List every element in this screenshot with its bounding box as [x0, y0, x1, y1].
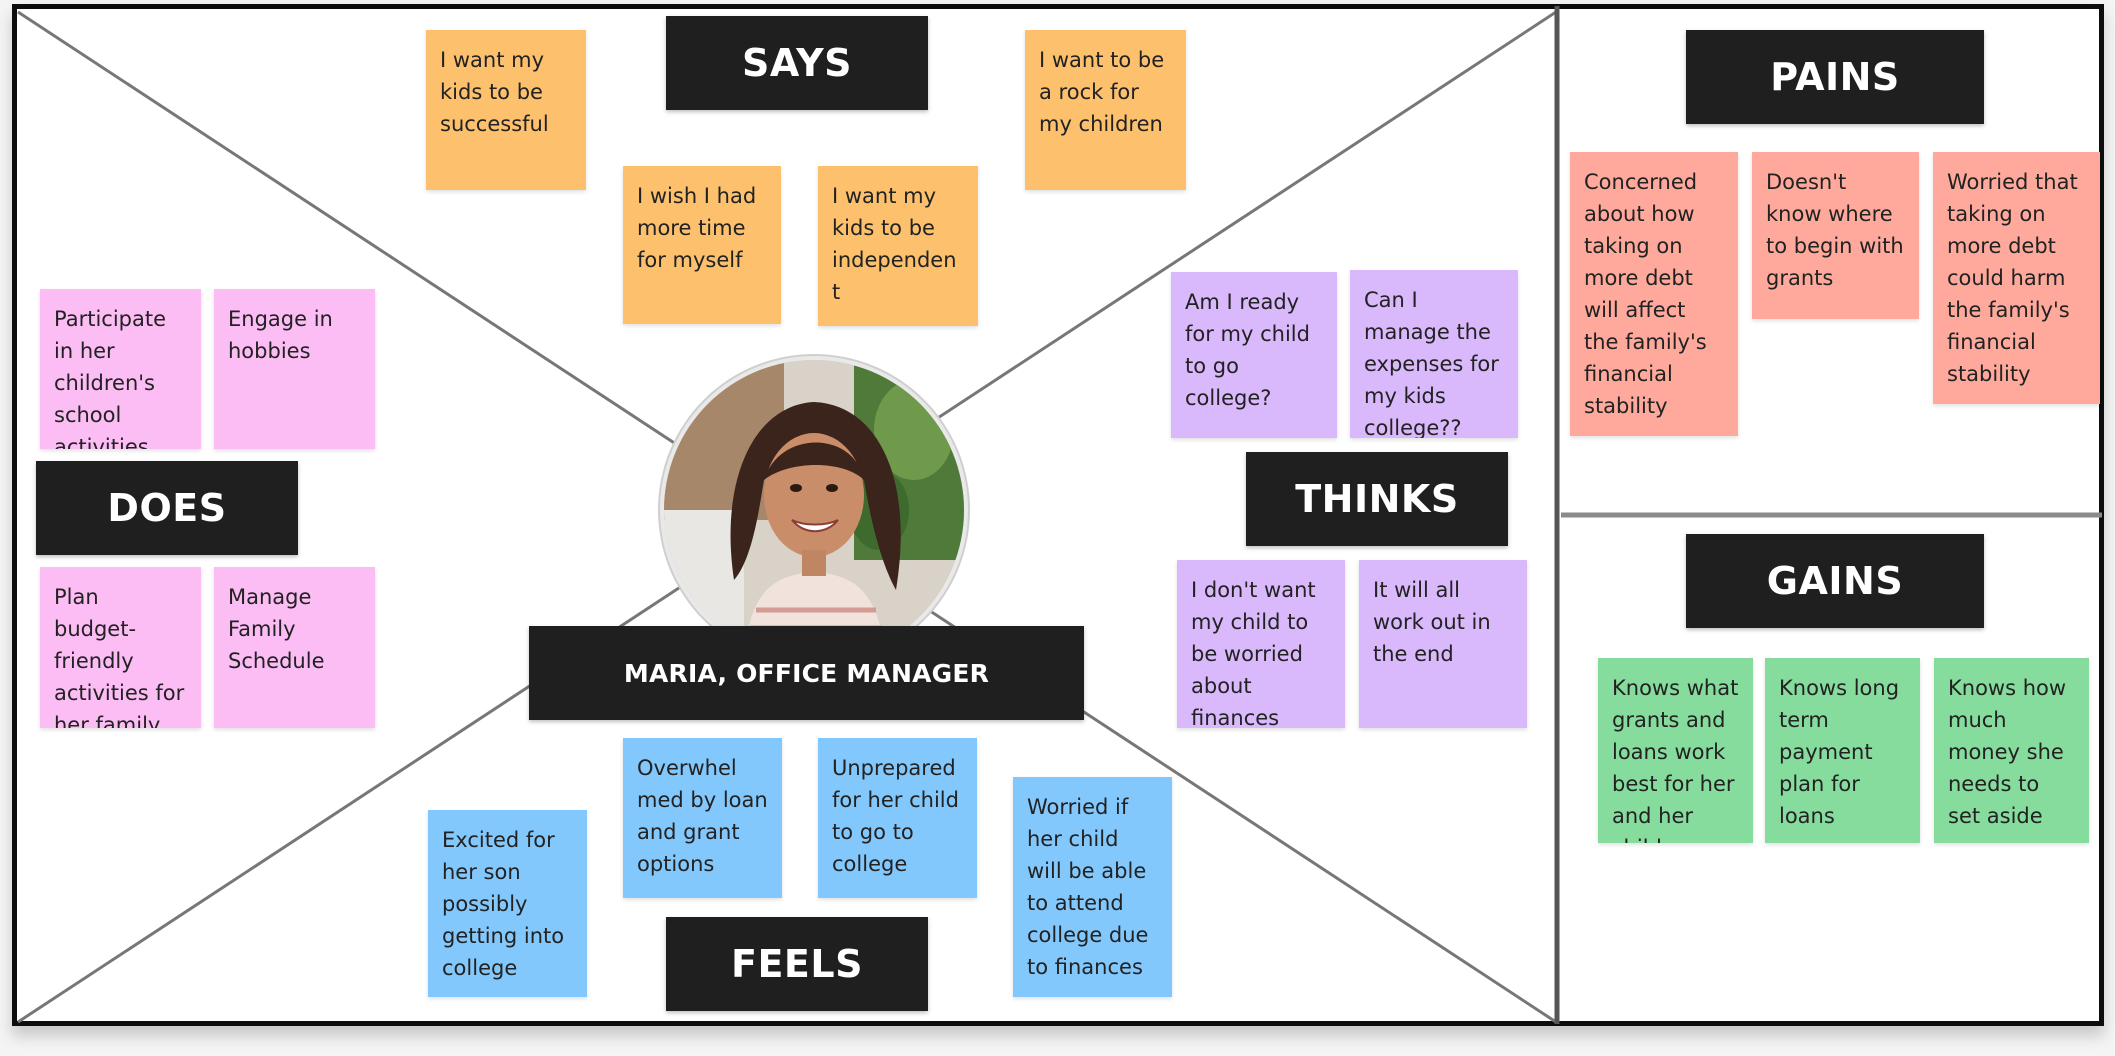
- says-note[interactable]: I want to be a rock for my children: [1025, 30, 1186, 190]
- persona-name-label: MARIA, OFFICE MANAGER: [529, 626, 1084, 720]
- does-note[interactable]: Manage Family Schedule: [214, 567, 375, 728]
- does-label: DOES: [36, 461, 298, 555]
- does-note[interactable]: Plan budget-friendly activities for her …: [40, 567, 201, 728]
- says-note[interactable]: I wish I had more time for myself: [623, 166, 781, 324]
- gains-note[interactable]: Knows what grants and loans work best fo…: [1598, 658, 1753, 843]
- gains-label: GAINS: [1686, 534, 1984, 628]
- pains-label: PAINS: [1686, 30, 1984, 124]
- thinks-note[interactable]: Can I manage the expenses for my kids co…: [1350, 270, 1518, 438]
- thinks-note[interactable]: It will all work out in the end: [1359, 560, 1527, 728]
- pains-note[interactable]: Doesn't know where to begin with grants: [1752, 152, 1919, 319]
- does-note[interactable]: Engage in hobbies: [214, 289, 375, 449]
- says-note[interactable]: I want my kids to be independent: [818, 166, 978, 326]
- says-label: SAYS: [666, 16, 928, 110]
- persona-photo: [660, 356, 968, 664]
- thinks-note[interactable]: I don't want my child to be worried abou…: [1177, 560, 1345, 728]
- thinks-label: THINKS: [1246, 452, 1508, 546]
- pains-note[interactable]: Concerned about how taking on more debt …: [1570, 152, 1738, 436]
- says-note[interactable]: I want my kids to be successful: [426, 30, 586, 190]
- thinks-note[interactable]: Am I ready for my child to go college?: [1171, 272, 1337, 438]
- feels-note[interactable]: Overwhel med by loan and grant options: [623, 738, 782, 898]
- feels-label: FEELS: [666, 917, 928, 1011]
- feels-note[interactable]: Excited for her son possibly getting int…: [428, 810, 587, 997]
- pains-note[interactable]: Worried that taking on more debt could h…: [1933, 152, 2100, 404]
- feels-note[interactable]: Worried if her child will be able to att…: [1013, 777, 1172, 997]
- does-note[interactable]: Participate in her children's school act…: [40, 289, 201, 449]
- feels-note[interactable]: Unprepared for her child to go to colleg…: [818, 738, 977, 898]
- gains-note[interactable]: Knows long term payment plan for loans: [1765, 658, 1920, 843]
- gains-note[interactable]: Knows how much money she needs to set as…: [1934, 658, 2089, 843]
